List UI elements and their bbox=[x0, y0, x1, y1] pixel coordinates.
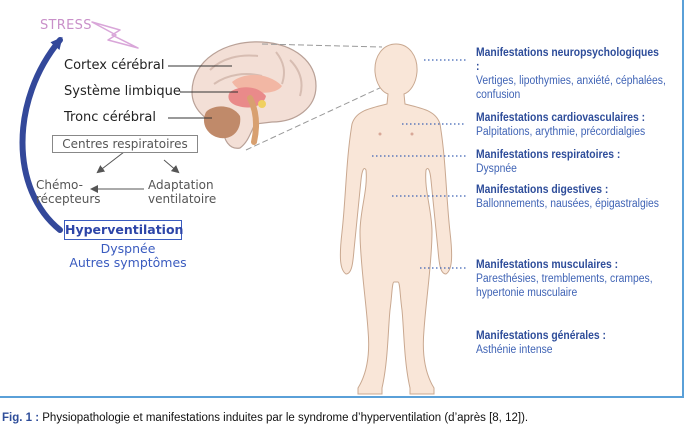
caption-text: Physiopathologie et manifestations indui… bbox=[39, 412, 529, 424]
human-body-illustration bbox=[339, 43, 453, 395]
manifestation-cardiovascular: Manifestations cardiovasculaires : Palpi… bbox=[476, 112, 646, 138]
figure-number: Fig. 1 : bbox=[2, 412, 40, 424]
ventilatory-adaptation-label: Adaptation ventilatoire bbox=[148, 178, 217, 206]
cortex-label: Cortex cérébral bbox=[64, 58, 165, 73]
limbic-system-label: Système limbique bbox=[64, 84, 181, 99]
lightning-icon bbox=[91, 21, 139, 49]
brainstem-label: Tronc cérébral bbox=[64, 110, 156, 125]
manifestation-general: Manifestations générales : Asthénie inte… bbox=[476, 330, 606, 356]
manifestation-neuropsychological: Manifestations neuropsychologiques : Ver… bbox=[476, 47, 666, 101]
figure-caption: Fig. 1 : Physiopathologie et manifestati… bbox=[2, 412, 528, 424]
stress-label: STRESS bbox=[40, 18, 92, 33]
manifestation-digestive: Manifestations digestives : Ballonnement… bbox=[476, 184, 659, 210]
respiratory-centres-box: Centres respiratoires bbox=[52, 135, 198, 153]
hyperventilation-box: Hyperventilation bbox=[64, 220, 183, 240]
manifestation-respiratory: Manifestations respiratoires : Dyspnée bbox=[476, 149, 621, 175]
symptoms-label: Dyspnée Autres symptômes bbox=[69, 241, 187, 270]
brain-illustration bbox=[191, 41, 317, 149]
chemoreceptors-label: Chémo- récepteurs bbox=[36, 178, 101, 206]
feedback-arrow bbox=[19, 36, 63, 233]
pointer-lines bbox=[372, 59, 466, 269]
manifestation-muscular: Manifestations musculaires : Paresthésie… bbox=[476, 259, 653, 299]
figure-frame bbox=[0, 0, 684, 398]
